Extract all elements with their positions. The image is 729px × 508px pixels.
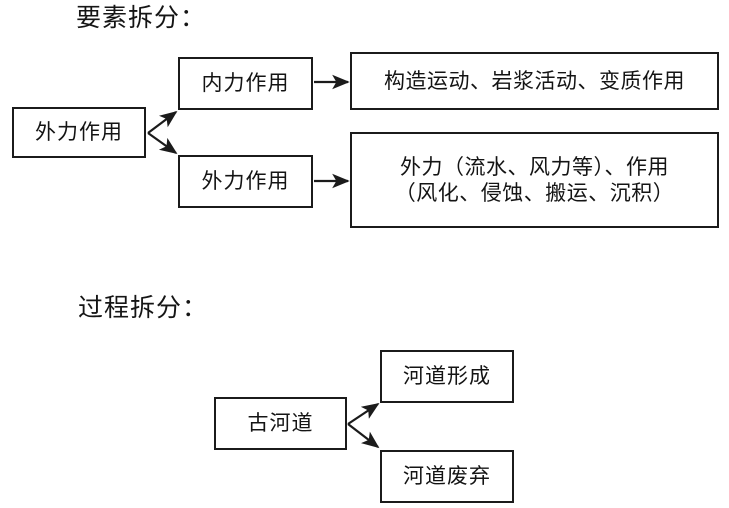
node-ancient-riverbed: 古河道 bbox=[214, 397, 347, 450]
section-title-elements: 要素拆分： bbox=[76, 3, 207, 32]
node-external-force: 外力作用 bbox=[178, 155, 313, 208]
edge-source-to-external-force bbox=[147, 132, 178, 155]
node-external-force-source: 外力作用 bbox=[12, 107, 146, 158]
node-channel-formation: 河道形成 bbox=[380, 350, 514, 403]
section-title-process: 过程拆分： bbox=[78, 293, 209, 322]
edge-riverbed-to-formation bbox=[347, 403, 380, 425]
node-internal-force-detail: 构造运动、岩浆活动、变质作用 bbox=[350, 52, 719, 110]
edge-riverbed-to-abandonment bbox=[347, 423, 380, 449]
node-external-force-detail: 外力（流水、风力等）、作用 （风化、侵蚀、搬运、沉积） bbox=[350, 132, 719, 228]
node-internal-force: 内力作用 bbox=[178, 57, 313, 110]
node-channel-abandonment: 河道废弃 bbox=[380, 450, 514, 503]
edge-source-to-internal-force bbox=[147, 110, 178, 134]
